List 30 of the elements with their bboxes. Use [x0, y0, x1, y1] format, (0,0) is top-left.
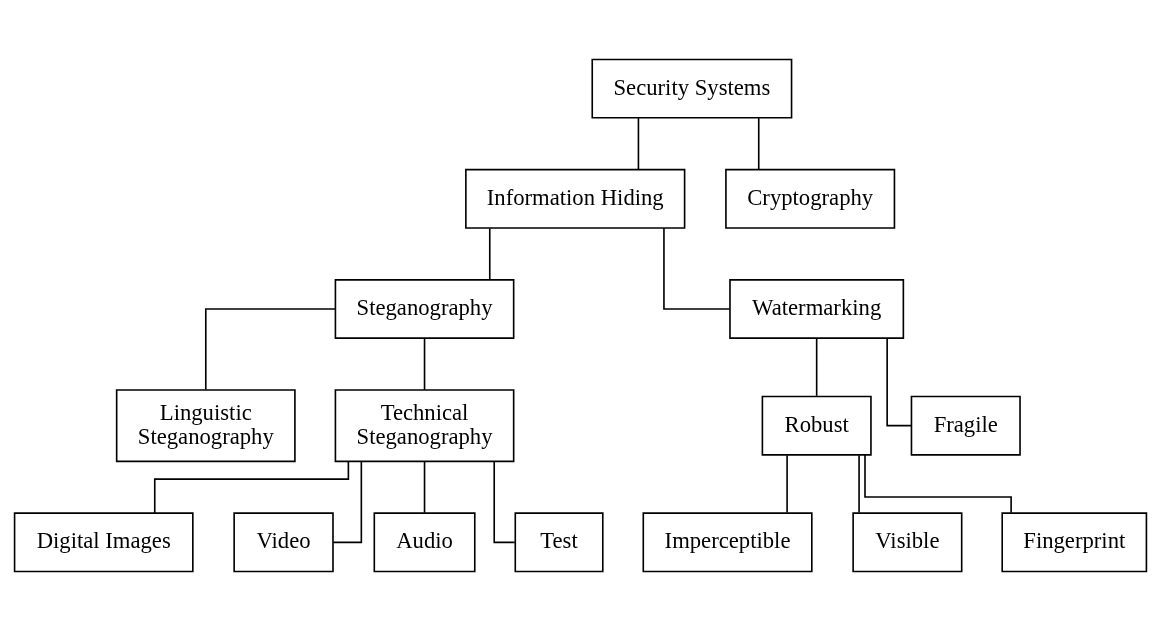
connector	[886, 337, 912, 427]
connector	[488, 227, 491, 281]
node-box: Technical Steganography	[334, 389, 515, 463]
node-box: Fingerprint	[1001, 512, 1148, 573]
connector	[637, 117, 640, 171]
connector	[493, 461, 516, 544]
node-box: Fragile	[910, 395, 1021, 456]
node-box: Test	[514, 512, 604, 573]
node-box: Imperceptible	[642, 512, 813, 573]
connector	[423, 337, 426, 391]
node-box: Visible	[852, 512, 963, 573]
connector	[205, 308, 336, 391]
connector	[815, 337, 818, 397]
connector	[423, 461, 426, 514]
node-box: Security Systems	[591, 58, 793, 119]
node-box: Linguistic Steganography	[115, 389, 296, 463]
node-box: Watermarking	[729, 279, 905, 339]
node-box: Robust	[761, 395, 872, 456]
connector	[153, 460, 350, 514]
connector	[757, 117, 760, 171]
connector	[332, 461, 363, 544]
node-box: Steganography	[334, 279, 515, 339]
node-box: Digital Images	[13, 512, 194, 573]
node-box: Video	[233, 512, 334, 573]
connector	[663, 227, 731, 310]
node-box: Cryptography	[725, 168, 896, 229]
node-box: Information Hiding	[465, 168, 686, 229]
connector	[786, 454, 788, 514]
connector	[858, 454, 860, 514]
node-box: Audio	[373, 512, 476, 573]
